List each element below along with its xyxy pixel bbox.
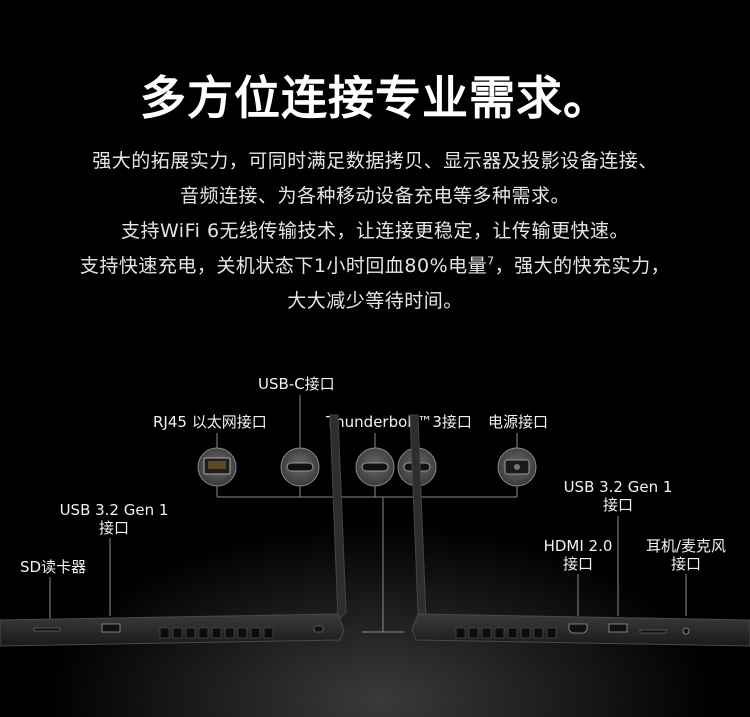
- label-power: 电源接口: [488, 413, 549, 431]
- label-usb32-left-line1: USB 3.2 Gen 1: [59, 501, 169, 519]
- description-line-4-main: 支持快速充电，关机状态下1小时回血80%电量: [79, 255, 488, 277]
- label-usb32-right-line2: 接口: [602, 496, 633, 514]
- label-rj45: RJ45 以太网接口: [153, 413, 267, 431]
- description-line-2: 音频连接、为各种移动设备充电等多种需求。: [179, 185, 570, 207]
- label-thunderbolt: Thunderbolt™3接口: [326, 413, 472, 431]
- description-line-1: 强大的拓展实力，可同时满足数据拷贝、显示器及投影设备连接、: [92, 150, 658, 172]
- connector-lines: [49, 395, 687, 633]
- label-hdmi: HDMI 2.0 接口: [541, 537, 615, 573]
- rj45-port-circle: [197, 447, 237, 487]
- usb-c-port-circle: [280, 447, 320, 487]
- label-hdmi-line2: 接口: [562, 555, 593, 573]
- laptop-right: [409, 414, 750, 647]
- description-line-3: 支持WiFi 6无线传输技术，让连接更稳定，让传输更快速。: [120, 220, 630, 242]
- label-usb-c: USB-C接口: [258, 375, 335, 393]
- description-line-4: 支持快速充电，关机状态下1小时回血80%电量7，强大的快充实力，: [0, 251, 750, 278]
- label-usb32-left: USB 3.2 Gen 1 接口: [58, 501, 170, 537]
- label-usb32-left-line2: 接口: [98, 519, 129, 537]
- label-hdmi-line1: HDMI 2.0: [543, 537, 613, 555]
- footnote-marker: 7: [487, 254, 495, 268]
- label-audio-line1: 耳机/麦克风: [645, 537, 727, 555]
- description-line-5: 大大减少等待时间。: [287, 290, 463, 312]
- label-usb32-right-line1: USB 3.2 Gen 1: [563, 478, 673, 496]
- label-sd-reader: SD读卡器: [20, 558, 87, 576]
- label-usb32-right: USB 3.2 Gen 1 接口: [562, 478, 674, 514]
- laptop-left: [0, 414, 347, 647]
- label-audio-line2: 接口: [670, 555, 701, 573]
- description-line-4-end: ，强大的快充实力，: [494, 255, 671, 277]
- power-port-circle: [497, 447, 537, 487]
- thunderbolt-port-circle-1: [355, 447, 395, 487]
- page-title: 多方位连接专业需求。: [140, 71, 610, 125]
- label-audio: 耳机/麦克风 接口: [640, 537, 732, 573]
